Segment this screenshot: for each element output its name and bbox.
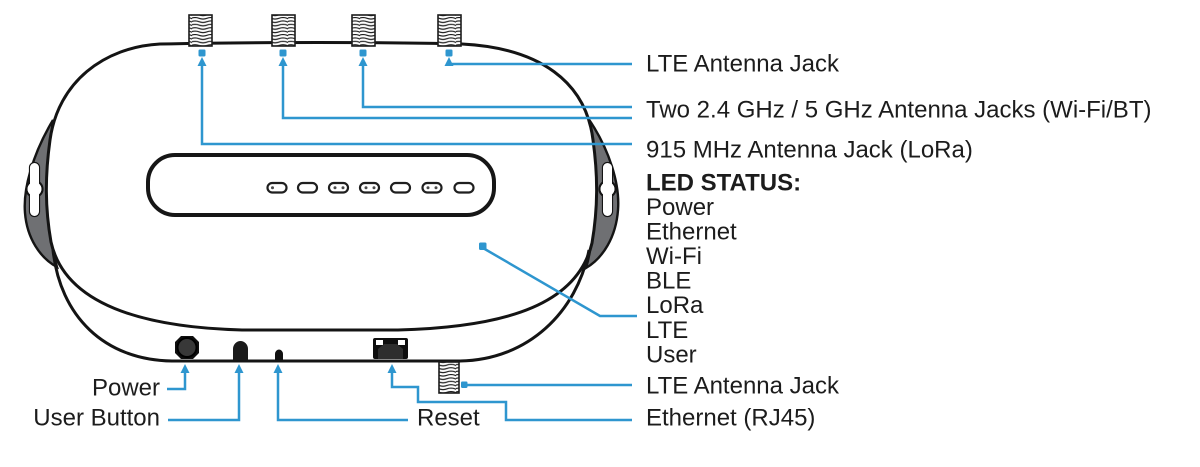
led-slot-3: [327, 181, 350, 194]
leader-markers: [180, 49, 487, 388]
callout-915mhz-antenna-jack: 915 MHz Antenna Jack (LoRa): [646, 137, 973, 164]
led-slot-5: [389, 181, 412, 194]
antenna-connector-2: [271, 14, 296, 47]
antenna-connector-3: [351, 14, 376, 47]
led-status-item-wifi: Wi-Fi: [646, 243, 702, 270]
led-slot-6: [421, 181, 443, 194]
callout-reset: Reset: [417, 405, 480, 432]
callout-wifi-bt-antenna-jacks: Two 2.4 GHz / 5 GHz Antenna Jacks (Wi-Fi…: [646, 97, 1151, 124]
led-window: [146, 153, 496, 217]
led-status-item-ble: BLE: [646, 268, 691, 295]
leader-lines: [167, 62, 637, 422]
led-status-item-lora: LoRa: [646, 292, 704, 319]
keyhole-slot-left: [25, 161, 44, 218]
led-slot-4: [358, 181, 381, 194]
led-slot-2: [296, 181, 319, 194]
ethernet-port: [373, 338, 408, 359]
callout-ethernet-rj45: Ethernet (RJ45): [646, 405, 815, 432]
leader-wifi-a: [281, 63, 632, 120]
keyhole-slot-right: [598, 161, 617, 218]
callout-user-button: User Button: [33, 405, 160, 432]
callout-power: Power: [92, 375, 160, 402]
leader-user-button: [168, 370, 241, 422]
device-front-edge: [51, 249, 591, 363]
antenna-connector-4: [437, 14, 462, 47]
leader-lte-top: [447, 62, 632, 66]
user-button: [233, 341, 248, 360]
lte-antenna-connector-bottom: [438, 361, 460, 394]
antenna-connectors: [188, 14, 462, 394]
leader-reset: [276, 370, 408, 422]
leader-wifi-b: [361, 63, 632, 109]
callout-lte-antenna-jack-bottom: LTE Antenna Jack: [646, 373, 840, 400]
led-status-item-power: Power: [646, 194, 714, 221]
leader-led-status: [482, 246, 637, 318]
power-connector: [175, 336, 199, 359]
callout-lte-antenna-jack-top: LTE Antenna Jack: [646, 51, 840, 78]
led-slot-7: [453, 181, 475, 194]
led-status-item-lte: LTE: [646, 317, 688, 344]
led-slots: [266, 181, 475, 194]
led-status-item-user: User: [646, 342, 697, 369]
reset-button: [275, 349, 283, 360]
led-status-heading: LED STATUS:: [646, 170, 801, 197]
leader-915mhz: [200, 63, 632, 146]
led-slot-1: [266, 181, 288, 194]
antenna-connector-1: [188, 14, 213, 47]
led-status-item-ethernet: Ethernet: [646, 219, 737, 246]
led-slot-marks: [271, 186, 438, 190]
leader-ethernet: [390, 370, 632, 422]
leader-power: [167, 370, 187, 391]
